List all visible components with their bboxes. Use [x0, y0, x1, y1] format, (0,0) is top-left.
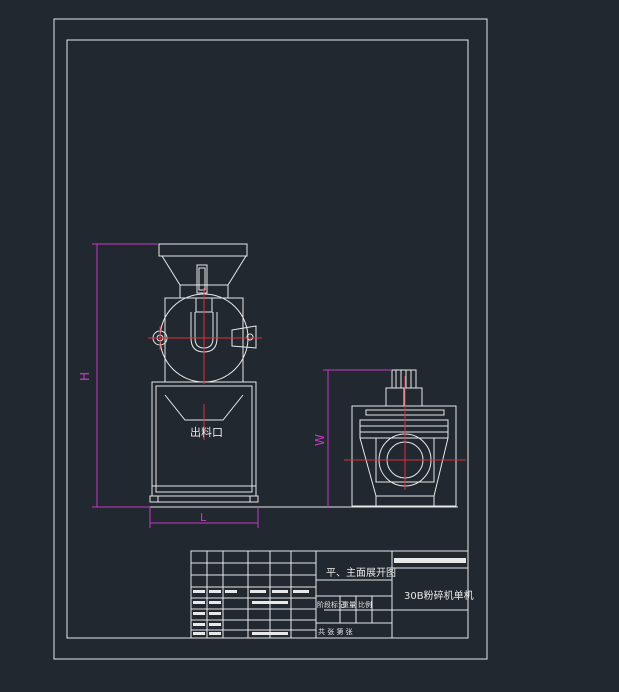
header-weight: 重量: [342, 601, 356, 609]
outer-border: [53, 18, 488, 660]
sheet-count: 共 张 第 张: [318, 627, 353, 636]
header-scale: 比例: [358, 600, 372, 609]
outlet-label: 出料口: [190, 425, 223, 439]
dimension-length: [149, 507, 259, 528]
grinder-machine: [148, 243, 262, 503]
drawing-name: 30B粉碎机单机: [404, 589, 474, 602]
dimension-width: [323, 369, 392, 507]
dimension-height: [92, 243, 158, 508]
dim-length-label: L: [200, 511, 207, 524]
header-stage: 阶段标记: [317, 600, 345, 609]
grinder-side-view: [344, 369, 466, 507]
inner-border: [66, 39, 469, 639]
dim-height-label: H: [78, 372, 92, 381]
view-title: 平、主面展开图: [326, 567, 396, 579]
title-block: [190, 550, 469, 639]
dim-width-label: W: [313, 434, 327, 446]
